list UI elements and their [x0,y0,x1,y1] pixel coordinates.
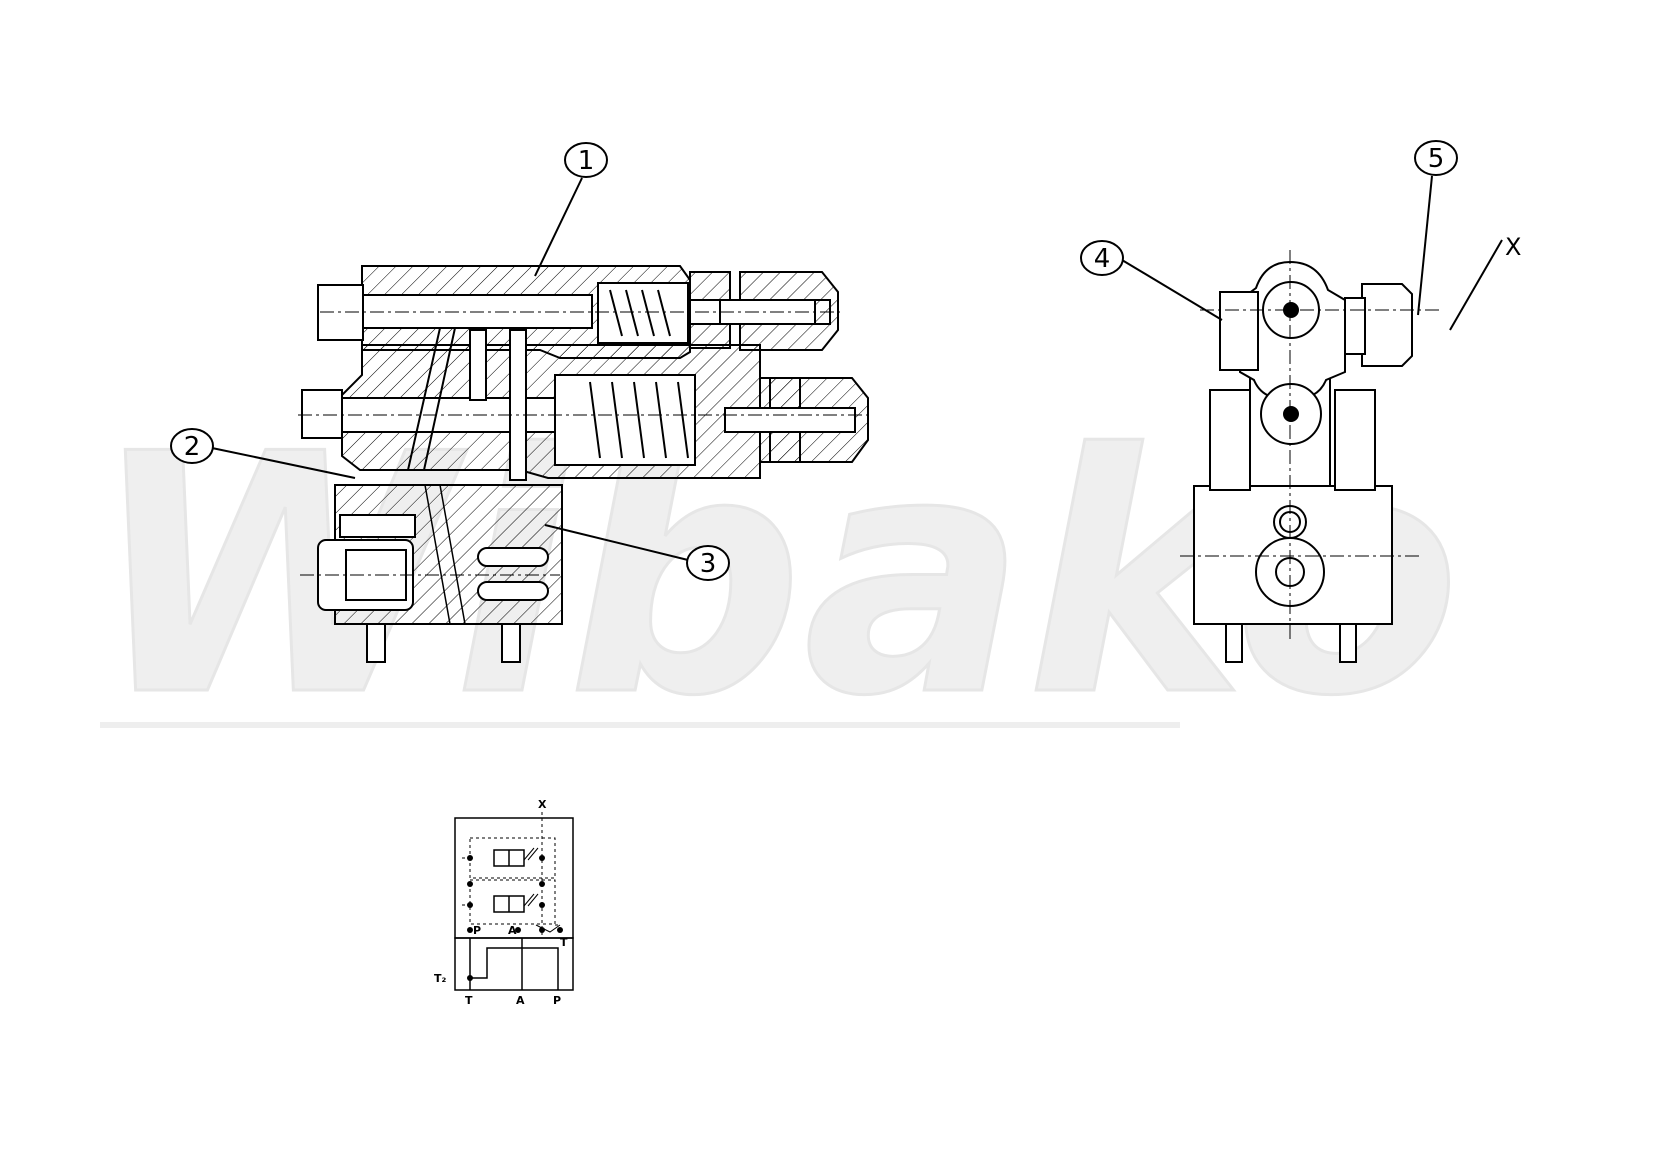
callout-5-label: 5 [1428,144,1445,174]
callout-4: 4 [1080,240,1223,321]
callout-4-label: 4 [1094,244,1111,274]
schematic-port-x: X [538,798,547,811]
callout-3: 3 [544,524,730,581]
callout-1-label: 1 [578,146,595,176]
callouts: 1 2 3 4 5 [170,140,1503,581]
section-view [298,265,870,663]
stud-right [501,623,521,663]
side-fitting [1361,283,1413,367]
stud-left [366,623,386,663]
schematic-upper-box [454,817,574,939]
schematic-port-t-bottom: T [465,994,473,1007]
schematic-base-box [454,937,574,991]
side-port-x-label: X [1505,233,1521,261]
schematic-port-t-top: T [560,936,568,949]
schematic-port-a-top: A [508,924,517,937]
lower-spring-chamber [554,374,696,466]
schematic-port-a-bottom: A [516,994,525,1007]
callout-5: 5 [1414,140,1458,316]
schematic-port-p-bottom: P [553,994,561,1007]
side-view: X [1180,233,1521,663]
callout-2-label: 2 [184,432,201,462]
callout-3-label: 3 [700,549,717,579]
schematic-port-p-top: P [473,924,481,937]
callout-1: 1 [534,142,608,277]
x-port-leader [1449,239,1503,331]
hydraulic-schematic: X P A T T₂ T A P [434,798,574,1007]
schematic-flow-lines [469,938,559,990]
schematic-port-t2: T₂ [434,972,447,985]
callout-2: 2 [170,428,356,479]
